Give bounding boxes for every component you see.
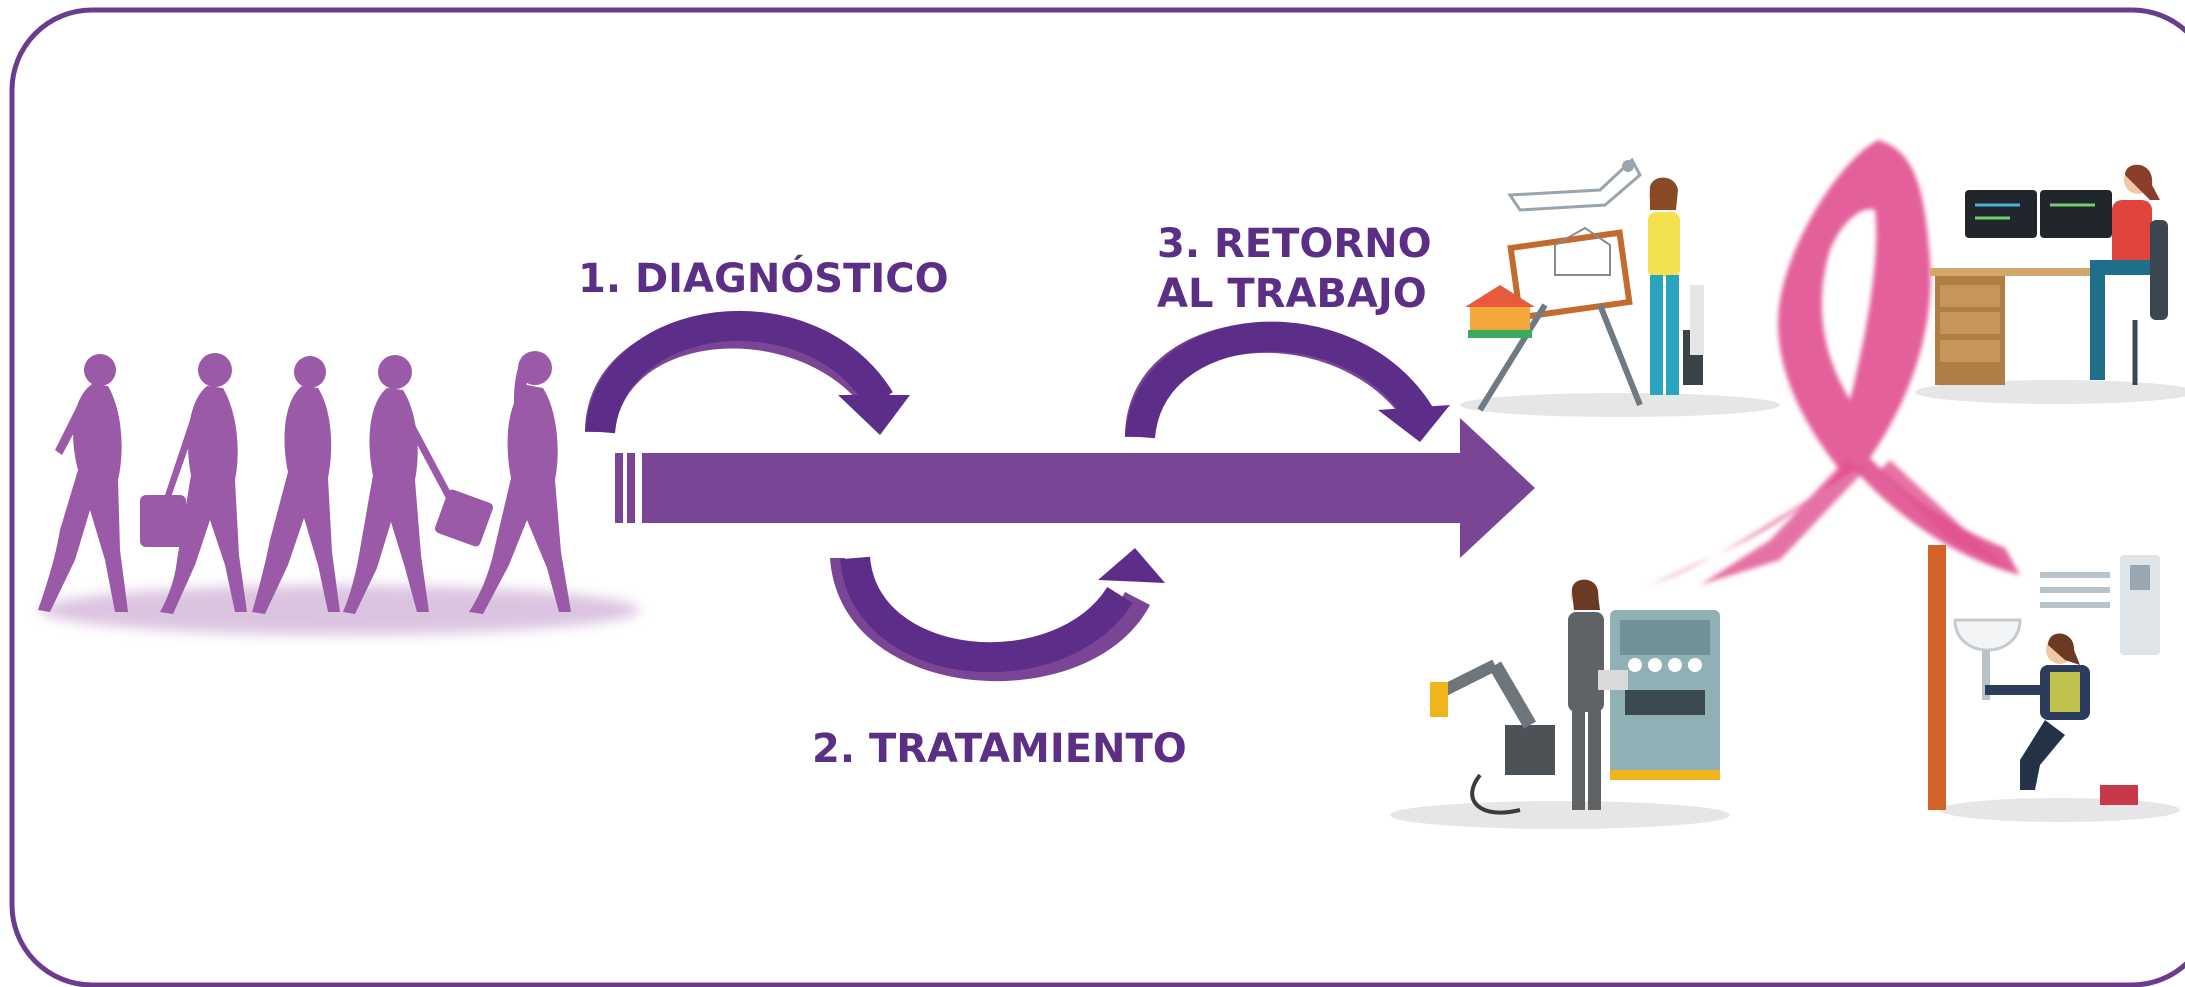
timeline-arrow — [615, 418, 1535, 558]
arrow-tail-stripe-1 — [615, 453, 623, 523]
step3-label-line2: AL TRABAJO — [1157, 271, 1427, 317]
arrow-tail-stripe-2 — [627, 453, 635, 523]
pink-ribbon-icon — [1640, 140, 2020, 590]
curved-arrow-return — [1125, 321, 1450, 442]
curved-arrow-diagnosis — [585, 310, 910, 435]
worker-plumber-illustration — [1928, 545, 2180, 822]
woman-silhouette-2 — [140, 353, 247, 614]
worker-programmer-illustration — [1915, 164, 2185, 404]
worker-engineer-illustration — [1390, 579, 1730, 829]
step2-label: 2. TRATAMIENTO — [812, 726, 1187, 772]
arrow-head — [1460, 418, 1535, 558]
woman-silhouette-1 — [38, 354, 128, 612]
silhouette-shadow — [40, 585, 640, 635]
worker-architect-illustration — [1460, 157, 1780, 417]
woman-silhouette-5 — [469, 351, 571, 614]
arrow-shaft — [642, 453, 1464, 523]
step3-label-line1: 3. RETORNO — [1157, 221, 1432, 267]
frame-border — [9, 7, 2185, 987]
woman-silhouette-4 — [343, 355, 494, 614]
woman-silhouette-3 — [252, 356, 340, 614]
curved-arrow-treatment — [830, 548, 1165, 682]
step1-label: 1. DIAGNÓSTICO — [578, 254, 949, 302]
walking-women-silhouettes — [38, 351, 640, 635]
